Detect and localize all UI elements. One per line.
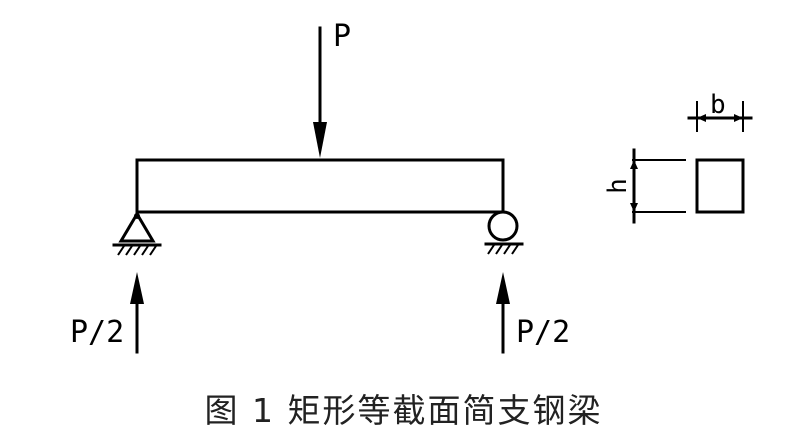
figure-caption: 图 1 矩形等截面简支钢梁 <box>204 391 603 430</box>
height-label: h <box>603 178 633 194</box>
right-reaction-arrow <box>496 272 510 354</box>
left-reaction-label: P/2 <box>70 315 124 350</box>
beam <box>135 158 505 214</box>
applied-load-arrow <box>313 26 327 158</box>
applied-load-label: P <box>333 19 351 54</box>
left-reaction-arrow <box>130 272 144 354</box>
height-dimension <box>630 148 686 224</box>
pin-support <box>112 211 162 256</box>
roller-support <box>484 210 524 255</box>
cross-section <box>695 158 745 214</box>
width-label: b <box>710 90 726 120</box>
width-dimension <box>687 101 753 132</box>
right-reaction-label: P/2 <box>516 315 570 350</box>
